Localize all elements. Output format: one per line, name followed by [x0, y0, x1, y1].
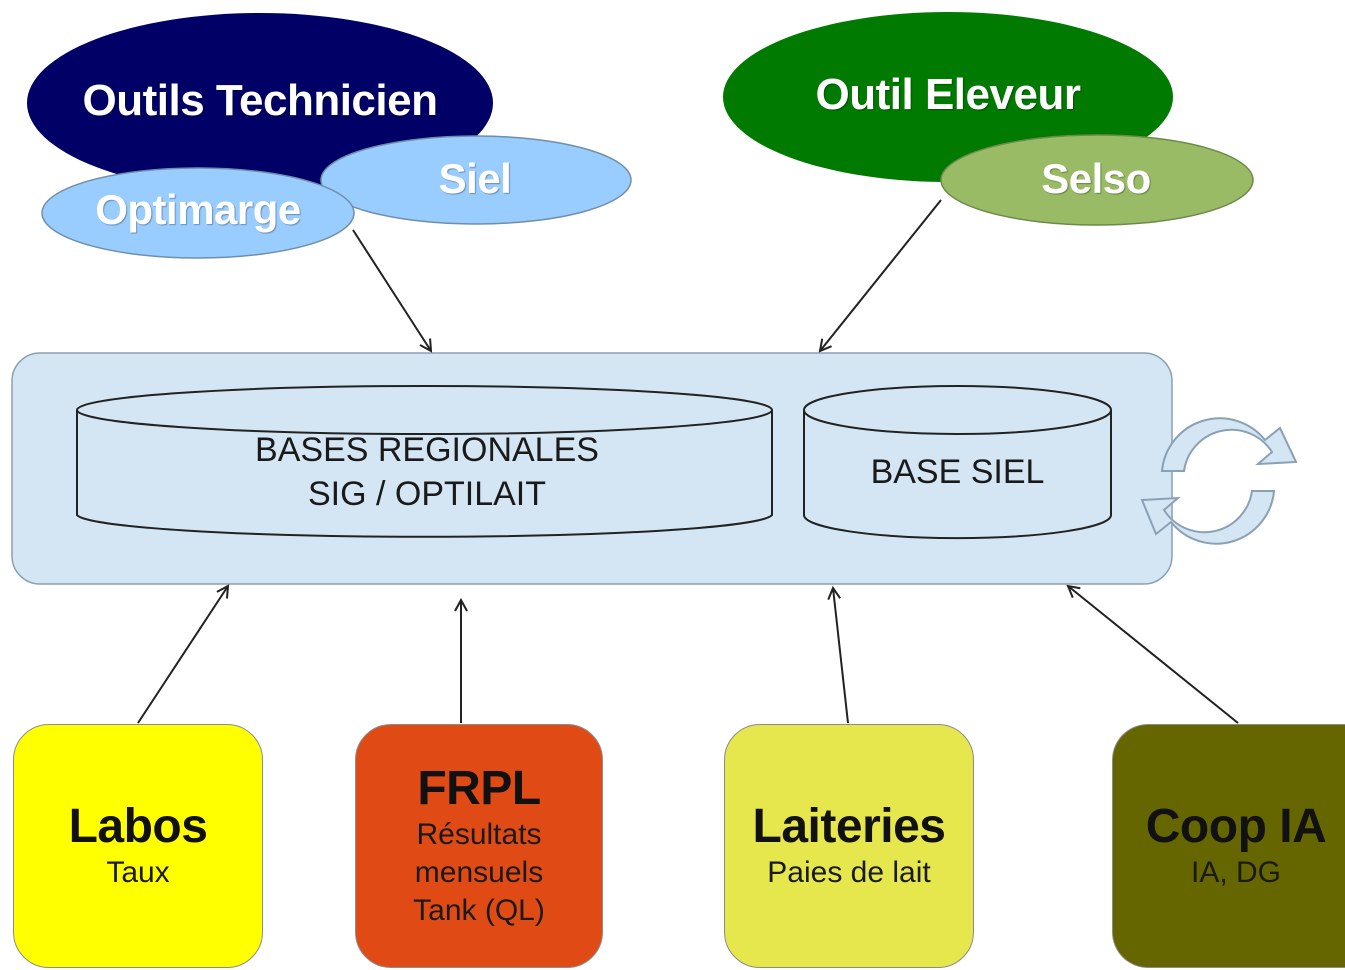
- eleveur-title: Outil Eleveur: [815, 70, 1081, 119]
- arrow-optimarge-to-bases: [352, 229, 431, 351]
- source-detail: Paies de lait: [767, 856, 931, 889]
- source-box-laiteries: Laiteries Paies de lait: [724, 724, 974, 968]
- source-detail: Résultats: [416, 818, 542, 851]
- selso-tool-ellipse: [940, 134, 1254, 226]
- arrow-selso-to-bases: [820, 199, 942, 351]
- arrow-laiteries-to-bases: [833, 588, 849, 724]
- source-title-labos: Labos: [68, 800, 208, 853]
- regional-bases-label: BASES REGIONALES SIG / OPTILAIT: [77, 428, 777, 516]
- base-siel-label: BASE SIEL: [870, 453, 1045, 491]
- selso-tool-label: Selso: [1041, 155, 1151, 202]
- source-title-coop-ia: Coop IA: [1145, 800, 1327, 853]
- source-detail: IA, DG: [1190, 856, 1281, 889]
- source-title-frpl: FRPL: [417, 762, 541, 815]
- source-title-laiteries: Laiteries: [752, 800, 946, 853]
- siel-tool-label: Siel: [438, 155, 512, 202]
- regional-bases-line1: BASES REGIONALES: [255, 431, 599, 469]
- source-box-frpl: FRPL Résultats mensuels Tank (QL): [355, 724, 603, 968]
- source-box-coop-ia: Coop IA IA, DG: [1112, 724, 1345, 968]
- arrow-labos-to-bases: [137, 586, 228, 724]
- optimarge-tool-ellipse: [41, 167, 355, 259]
- source-detail: Taux: [106, 856, 170, 889]
- optimarge-tool-label: Optimarge: [95, 186, 301, 233]
- arrow-coop-ia-to-bases: [1068, 586, 1239, 724]
- source-box-labos: Labos Taux: [13, 724, 263, 968]
- regional-bases-cylinder: [76, 385, 773, 538]
- base-siel-cylinder: [803, 385, 1112, 540]
- technicien-title: Outils Technicien: [82, 76, 438, 125]
- source-detail: mensuels: [414, 856, 544, 889]
- siel-tool-ellipse: [320, 135, 632, 225]
- regional-bases-line2: SIG / OPTILAIT: [307, 475, 547, 513]
- sync-arrows-icon: [1140, 417, 1298, 545]
- source-detail: Tank (QL): [413, 894, 545, 927]
